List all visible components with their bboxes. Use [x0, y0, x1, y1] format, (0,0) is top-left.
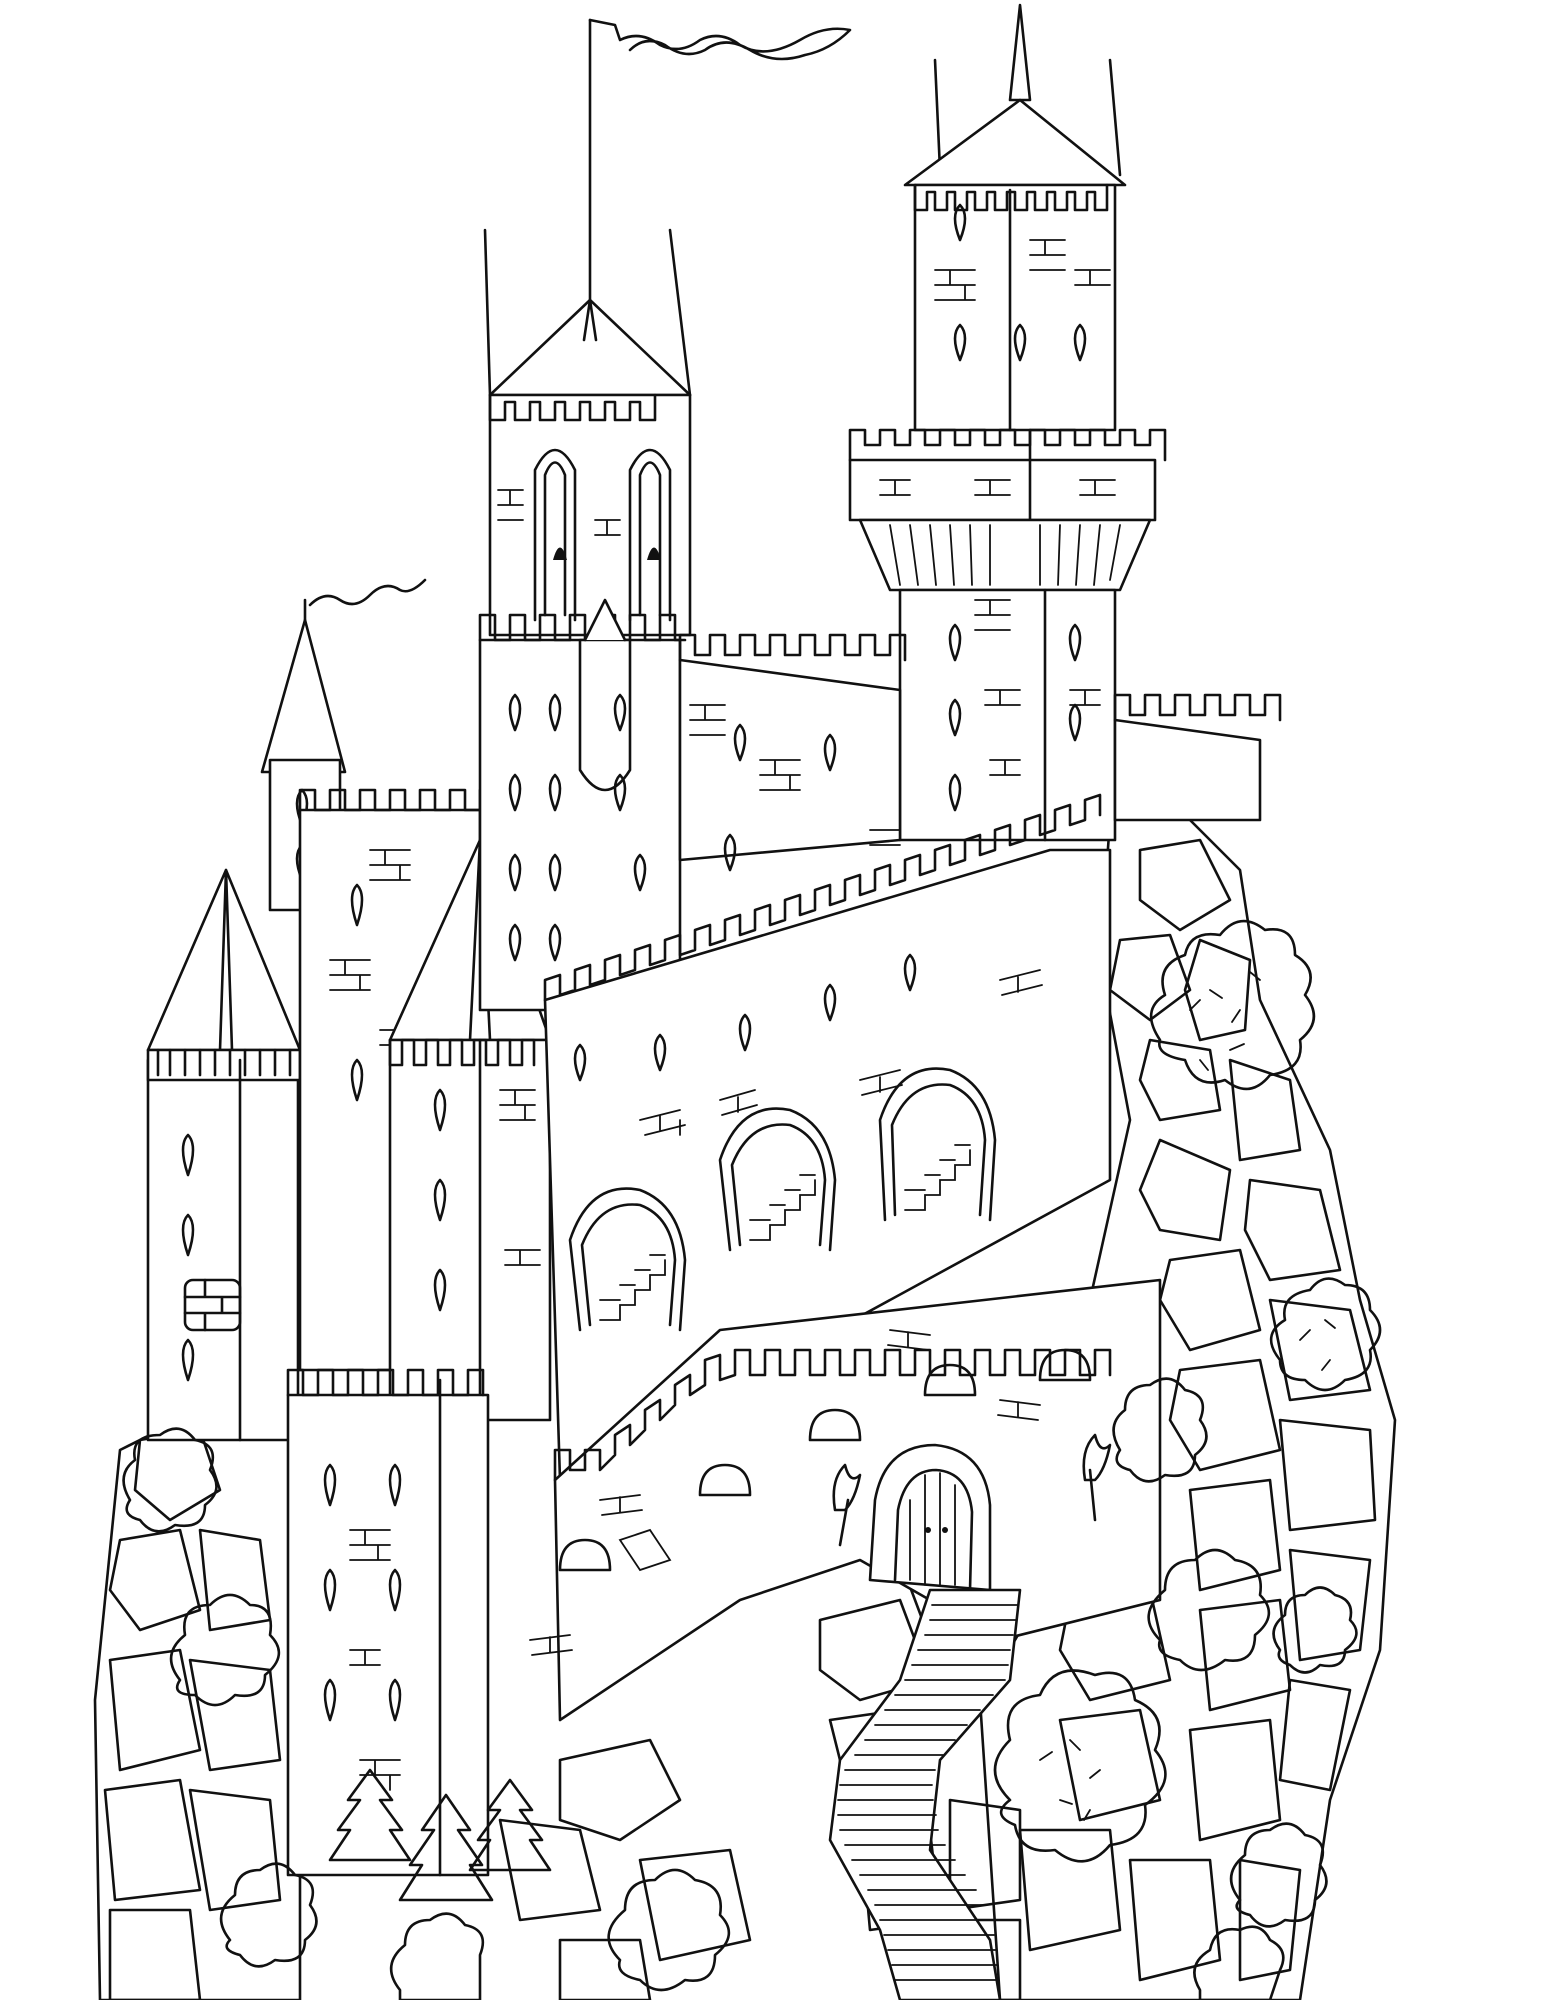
shrubs: [122, 919, 1382, 2000]
torch-left: [832, 1463, 862, 1547]
arch-window-2: [718, 1107, 837, 1252]
torch-right: [1082, 1433, 1112, 1522]
stair-path: [828, 1588, 1022, 2000]
arch-window-3: [878, 1067, 997, 1222]
stairs-icon: [599, 1254, 666, 1321]
shrub-icon: [1149, 919, 1316, 1091]
flag-icon: [588, 18, 852, 61]
torch-icon: [1082, 1433, 1112, 1522]
torch-icon: [832, 1463, 862, 1547]
main-wall: [543, 793, 1112, 1482]
rocky-cliff: [93, 808, 1397, 2000]
right-tall-tower: [848, 3, 1167, 842]
castle-gate: [868, 1443, 992, 1592]
gate-wall: [529, 1278, 1162, 1722]
tree-icon: [328, 1768, 412, 1862]
left-spire-tower: [146, 868, 302, 1442]
bell-tower: [478, 18, 852, 1012]
upper-curtain-wall: [678, 633, 1282, 872]
smoke-icon: [303, 578, 427, 622]
arch-window-1: [568, 1187, 687, 1332]
